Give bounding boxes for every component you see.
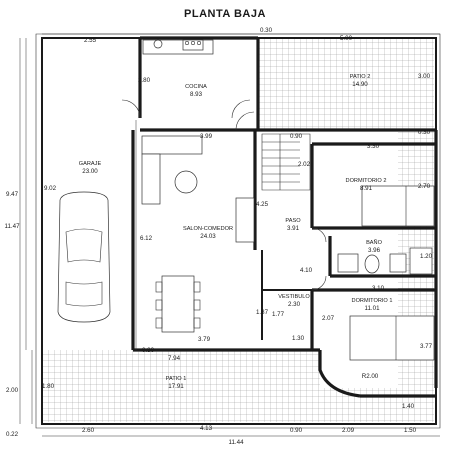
dim-label: 0.30 bbox=[142, 347, 155, 354]
dim-label: 0.22 bbox=[6, 431, 19, 438]
dim-label: 3.00 bbox=[418, 73, 431, 80]
room-paso-area: 3.91 bbox=[287, 225, 300, 232]
dimension-labels: 2.55 0.30 5.00 3.00 2.80 3.99 0.90 0.30 … bbox=[4, 27, 432, 446]
patio-2-tiles bbox=[258, 38, 434, 130]
room-bano-name: BAÑO bbox=[366, 239, 383, 246]
room-cocina-name: COCINA bbox=[185, 84, 207, 90]
curve-radius-label: R2.00 bbox=[362, 373, 379, 380]
room-bano-area: 3.96 bbox=[368, 247, 381, 254]
dim-label: 1.80 bbox=[42, 383, 55, 390]
room-labels: COCINA 8.93 PATIO 2 14.90 GARAJE 23.00 S… bbox=[79, 74, 393, 390]
dim-label: 4.10 bbox=[300, 267, 313, 274]
room-patio2-name: PATIO 2 bbox=[350, 74, 371, 80]
patio-1-tiles bbox=[42, 350, 320, 422]
room-dormitorio2-name: DORMITORIO 2 bbox=[346, 178, 387, 184]
room-vestibulo-area: 2.30 bbox=[288, 301, 301, 308]
dim-label: 11.44 bbox=[228, 439, 244, 446]
dim-label: 3.10 bbox=[372, 285, 385, 292]
dim-label: 3.99 bbox=[200, 133, 213, 140]
dim-label: 1.50 bbox=[404, 427, 417, 434]
dim-label: 2.70 bbox=[418, 183, 431, 190]
dim-label: 9.02 bbox=[44, 185, 57, 192]
room-vestibulo-name: VESTIBULO bbox=[278, 294, 310, 300]
dim-label: 3.79 bbox=[198, 336, 211, 343]
dim-label: 6.12 bbox=[140, 235, 153, 242]
dim-label: 7.94 bbox=[168, 355, 181, 362]
dim-label: 2.80 bbox=[138, 77, 151, 84]
car bbox=[57, 191, 111, 323]
room-salon-name: SALON-COMEDOR bbox=[183, 226, 233, 232]
dim-label: 3.30 bbox=[367, 143, 380, 150]
room-garaje-name: GARAJE bbox=[79, 161, 102, 167]
dim-label: 0.30 bbox=[418, 129, 431, 136]
room-paso-name: PASO bbox=[285, 218, 301, 224]
dim-label: 5.00 bbox=[340, 35, 353, 42]
dim-label: 1.77 bbox=[272, 311, 285, 318]
dim-label: 0.90 bbox=[290, 427, 303, 434]
dim-label: 9.47 bbox=[6, 191, 19, 198]
dim-label: 1.40 bbox=[402, 403, 415, 410]
dim-label: 2.60 bbox=[82, 427, 95, 434]
room-dormitorio1-area: 11.01 bbox=[364, 305, 380, 312]
room-cocina-area: 8.93 bbox=[190, 91, 203, 98]
room-dormitorio2-area: 8.91 bbox=[360, 185, 373, 192]
dim-label: 4.13 bbox=[200, 425, 213, 432]
dim-label: 11.47 bbox=[4, 223, 20, 230]
dim-label: 1.30 bbox=[292, 335, 305, 342]
room-patio1-area: 17.91 bbox=[168, 383, 184, 390]
room-dormitorio1-name: DORMITORIO 1 bbox=[352, 298, 393, 304]
dim-label: 0.90 bbox=[290, 133, 303, 140]
walls bbox=[131, 36, 438, 398]
room-garaje-area: 23.00 bbox=[82, 168, 98, 175]
dim-label: 2.09 bbox=[342, 427, 355, 434]
dim-label: 2.02 bbox=[298, 161, 311, 168]
front-path-tiles bbox=[320, 388, 398, 422]
kitchen-fixtures bbox=[142, 39, 214, 55]
dimension-lines bbox=[19, 33, 440, 437]
dim-label: 1.87 bbox=[256, 309, 269, 316]
dim-label: 4.25 bbox=[256, 201, 269, 208]
room-salon-area: 24.03 bbox=[200, 233, 216, 240]
plan-title: PLANTA BAJA bbox=[184, 8, 266, 20]
stairs bbox=[261, 133, 311, 191]
salon-furniture bbox=[141, 135, 255, 333]
room-patio1-name: PATIO 1 bbox=[166, 376, 187, 382]
dim-label: 2.00 bbox=[6, 387, 19, 394]
dim-label: 0.30 bbox=[260, 27, 273, 34]
bedroom-bath-furniture bbox=[337, 185, 435, 361]
door-swings bbox=[121, 99, 327, 291]
dim-label: 2.07 bbox=[322, 315, 335, 322]
dim-label: 1.20 bbox=[420, 253, 433, 260]
room-patio2-area: 14.90 bbox=[352, 81, 368, 88]
dim-label: 3.77 bbox=[420, 343, 433, 350]
dim-label: 2.55 bbox=[84, 37, 97, 44]
